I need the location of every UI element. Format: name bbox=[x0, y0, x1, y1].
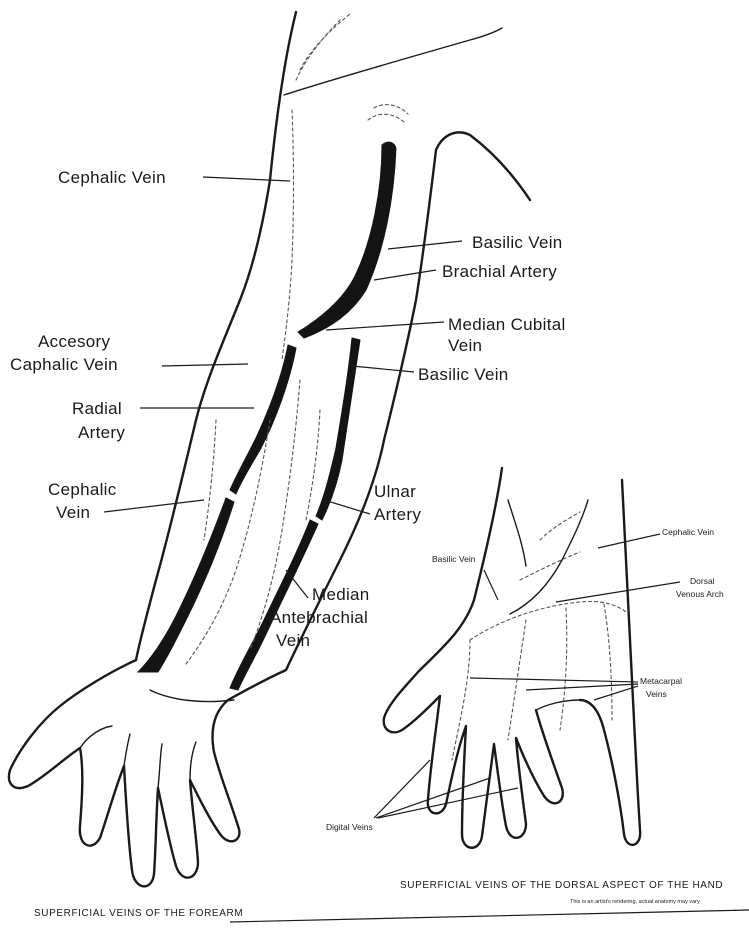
superficial-vein-dotted-1 bbox=[282, 110, 294, 360]
shoulder-line bbox=[284, 28, 502, 95]
superficial-vein-dotted-5 bbox=[306, 410, 320, 520]
label-metacarpal-veins-line1: Metacarpal bbox=[640, 676, 682, 686]
cephalic-vein-vessel bbox=[138, 498, 234, 672]
label-ulnar-artery-line1: Ulnar bbox=[374, 482, 416, 501]
dorsal-venous-arch bbox=[470, 601, 626, 640]
dorsal-thumb-web bbox=[536, 700, 580, 710]
dorsal-basilic-vein bbox=[508, 500, 526, 566]
shoulder-dashed-line bbox=[300, 14, 350, 70]
superficial-vein-dotted-2 bbox=[186, 420, 270, 664]
upper-arm-outline-left bbox=[136, 12, 296, 660]
caption-dorsal-hand: SUPERFICIAL VEINS OF THE DORSAL ASPECT O… bbox=[400, 880, 723, 891]
forearm-illustration bbox=[9, 12, 530, 886]
label-cephalic-vein-lower-line2: Vein bbox=[56, 503, 90, 522]
label-brachial-artery: Brachial Artery bbox=[442, 262, 557, 281]
label-accessory-cephalic-line1: Accesory bbox=[38, 332, 111, 351]
label-hand-cephalic-vein: Cephalic Vein bbox=[662, 527, 714, 537]
label-median-cubital-vein-line1: Median Cubital bbox=[448, 315, 566, 334]
armpit-dashed-2 bbox=[374, 105, 408, 114]
thumb-line bbox=[80, 726, 112, 748]
dorsal-hand-outline-right bbox=[580, 480, 640, 845]
label-dorsal-venous-arch-line2: Venous Arch bbox=[676, 589, 724, 599]
basilic-vein-vessel bbox=[316, 338, 360, 520]
label-radial-artery-line1: Radial bbox=[72, 399, 122, 418]
label-ulnar-artery-line2: Artery bbox=[374, 505, 421, 524]
metacarpal-vein-2 bbox=[508, 620, 526, 740]
caption-forearm: SUPERFICIAL VEINS OF THE FOREARM bbox=[34, 908, 243, 919]
label-median-antebrachial-line3: Vein bbox=[276, 631, 310, 650]
metacarpal-vein-3 bbox=[560, 608, 567, 730]
label-metacarpal-veins-line2: Veins bbox=[646, 689, 667, 699]
label-accessory-cephalic-line2: Caphalic Vein bbox=[10, 355, 118, 374]
brachial-artery-vessel bbox=[298, 142, 396, 338]
label-cephalic-vein-lower-line1: Cephalic bbox=[48, 480, 117, 499]
label-dorsal-venous-arch-line1: Dorsal bbox=[690, 576, 715, 586]
hand-outline bbox=[9, 660, 286, 886]
label-median-antebrachial-line2: Antebrachial bbox=[270, 608, 368, 627]
wrist-crease bbox=[150, 690, 234, 702]
label-cephalic-vein-upper: Cephalic Vein bbox=[58, 168, 166, 187]
bottom-rule bbox=[230, 910, 749, 922]
label-radial-artery-line2: Artery bbox=[78, 423, 125, 442]
finger-separator-1 bbox=[124, 734, 130, 766]
metacarpal-vein-4 bbox=[604, 604, 612, 720]
dorsal-hand-illustration bbox=[384, 468, 640, 848]
radial-artery-vessel bbox=[230, 345, 296, 494]
superficial-vein-dotted-4 bbox=[204, 420, 216, 540]
label-hand-basilic-vein: Basilic Vein bbox=[432, 554, 476, 564]
armpit-dashed-1 bbox=[368, 114, 404, 122]
finger-separator-3 bbox=[190, 742, 196, 780]
footnote-artist-rendering: This is an artist's rendering, actual an… bbox=[570, 899, 700, 905]
finger-separator-2 bbox=[158, 744, 162, 788]
dorsal-hand-outline-left bbox=[384, 468, 563, 848]
label-median-antebrachial-line1: Median bbox=[312, 585, 370, 604]
label-basilic-vein-upper: Basilic Vein bbox=[472, 233, 563, 252]
label-basilic-vein-lower: Basilic Vein bbox=[418, 365, 509, 384]
label-median-cubital-vein-line2: Vein bbox=[448, 336, 482, 355]
label-digital-veins: Digital Veins bbox=[326, 822, 373, 832]
dorsal-branch-vein-2 bbox=[520, 552, 580, 580]
dorsal-cephalic-vein bbox=[510, 500, 588, 614]
